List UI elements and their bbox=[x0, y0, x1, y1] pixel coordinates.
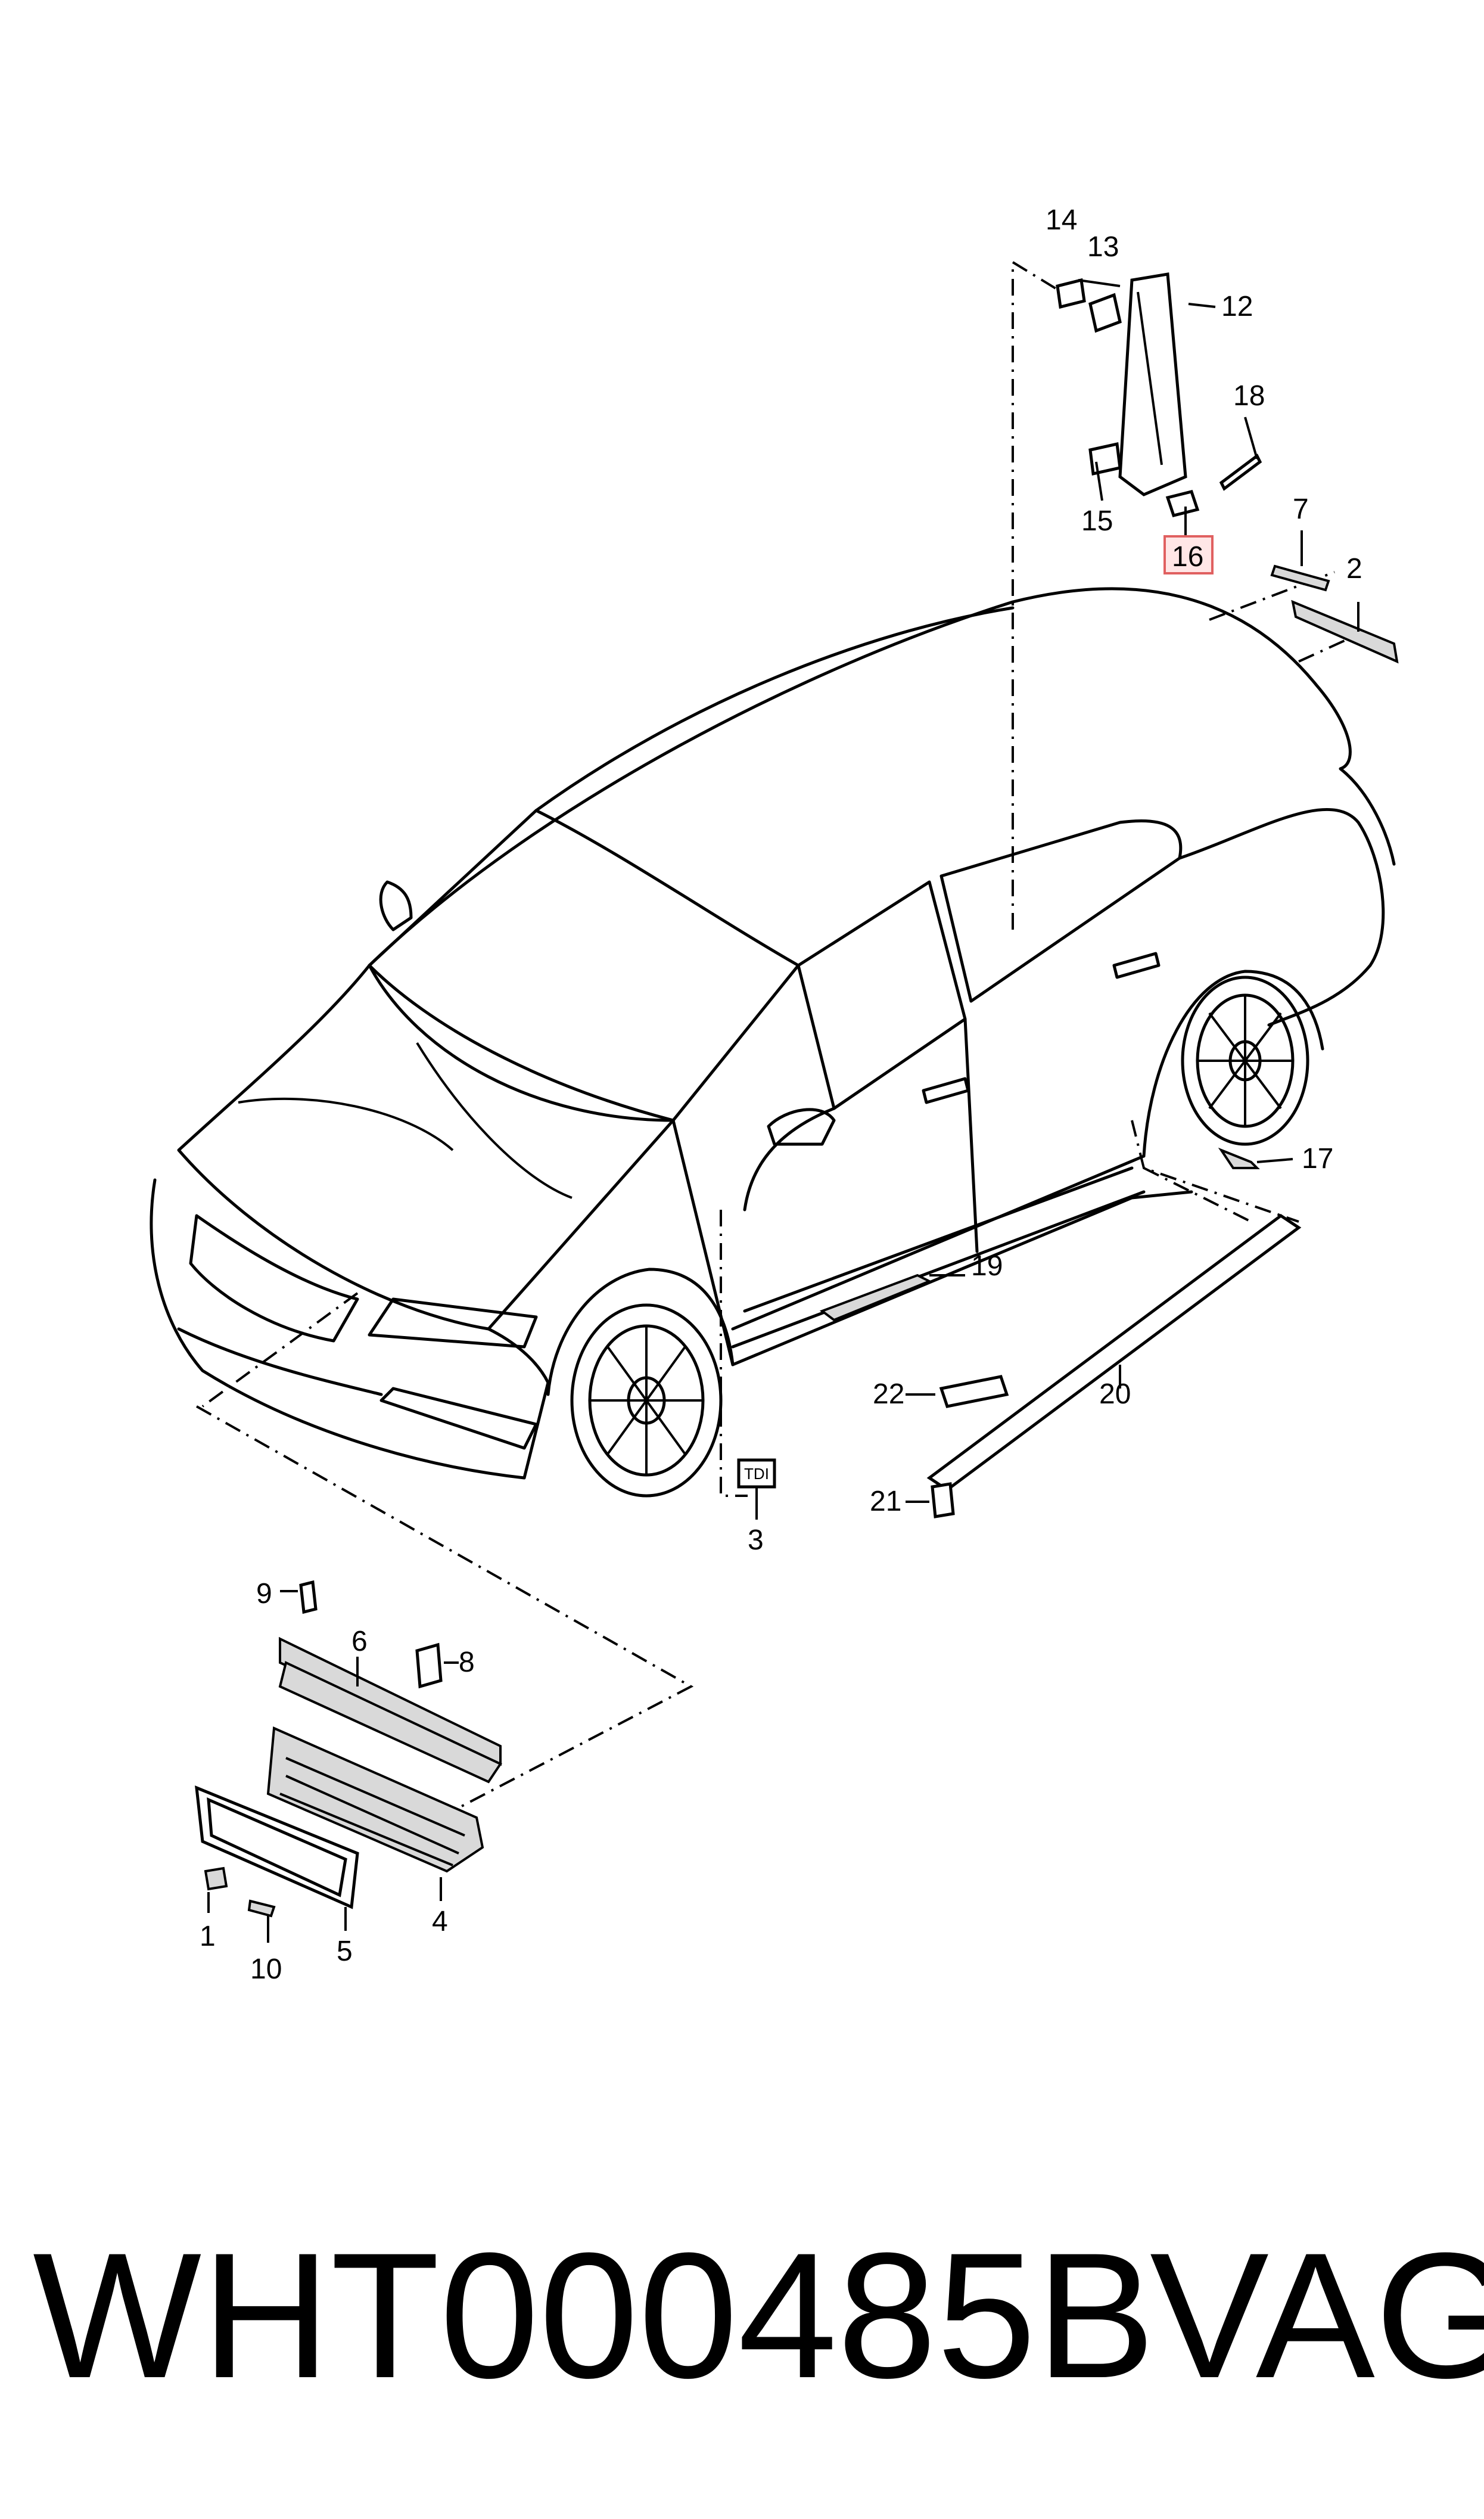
callout-20: 20 bbox=[1099, 1378, 1131, 1410]
sill-group bbox=[819, 1147, 1302, 1518]
callout-4: 4 bbox=[432, 1906, 448, 1937]
part-number-text: WHT000485B bbox=[33, 2215, 1156, 2415]
callout-13: 13 bbox=[1087, 231, 1119, 263]
callout-2: 2 bbox=[1346, 553, 1362, 585]
badge-part-3: TDI bbox=[737, 1458, 776, 1520]
callout-8: 8 bbox=[459, 1647, 475, 1678]
clip-part-22 bbox=[939, 1375, 1009, 1408]
callout-17: 17 bbox=[1302, 1143, 1333, 1175]
sill-trim-part-19 bbox=[819, 1274, 932, 1322]
callout-15: 15 bbox=[1081, 505, 1113, 537]
moulding-part-2 bbox=[1291, 600, 1399, 664]
callout-19: 19 bbox=[971, 1250, 1003, 1282]
callout-22: 22 bbox=[873, 1378, 904, 1410]
callout-5: 5 bbox=[337, 1936, 353, 1967]
frame-part-5 bbox=[195, 1785, 359, 1909]
callout-21: 21 bbox=[870, 1486, 901, 1517]
pillar-trim-group bbox=[1056, 272, 1399, 664]
bolt-part-9 bbox=[299, 1580, 318, 1614]
clip-part-10 bbox=[247, 1899, 276, 1918]
callout-7: 7 bbox=[1293, 493, 1309, 525]
callout-10: 10 bbox=[250, 1953, 282, 1985]
grille-part-4 bbox=[266, 1726, 484, 1873]
callout-9: 9 bbox=[256, 1578, 272, 1610]
highlight-box-16 bbox=[1163, 535, 1214, 574]
bolt-part-8 bbox=[415, 1642, 443, 1689]
callout-3: 3 bbox=[748, 1524, 764, 1556]
emblem-part-1 bbox=[204, 1866, 228, 1891]
callout-6: 6 bbox=[351, 1626, 368, 1657]
clip-part-15 bbox=[1088, 442, 1122, 476]
callout-18: 18 bbox=[1233, 380, 1265, 412]
clip-part-13 bbox=[1088, 293, 1122, 333]
pillar-trim-part-12 bbox=[1118, 272, 1187, 496]
car-illustration bbox=[150, 587, 1396, 1498]
strip-part-7 bbox=[1270, 564, 1330, 592]
callout-14: 14 bbox=[1046, 204, 1077, 236]
wheel-arch-trim-part-17 bbox=[1218, 1147, 1260, 1169]
screw-part-16 bbox=[1165, 490, 1200, 517]
callout-1: 1 bbox=[200, 1921, 216, 1952]
brand-text: VAG bbox=[1150, 2215, 1484, 2415]
grille-assembly bbox=[195, 1580, 502, 1943]
rivet-part-14 bbox=[1056, 278, 1086, 309]
screw-part-21 bbox=[931, 1482, 955, 1518]
trim-strip-part-18 bbox=[1219, 454, 1262, 491]
callout-labels: 14 13 12 18 15 16 7 2 17 19 22 20 21 3 9… bbox=[200, 204, 1362, 1985]
callout-12: 12 bbox=[1221, 291, 1253, 322]
badge-text: TDI bbox=[744, 1465, 769, 1483]
callout-16: 16 bbox=[1172, 541, 1203, 573]
